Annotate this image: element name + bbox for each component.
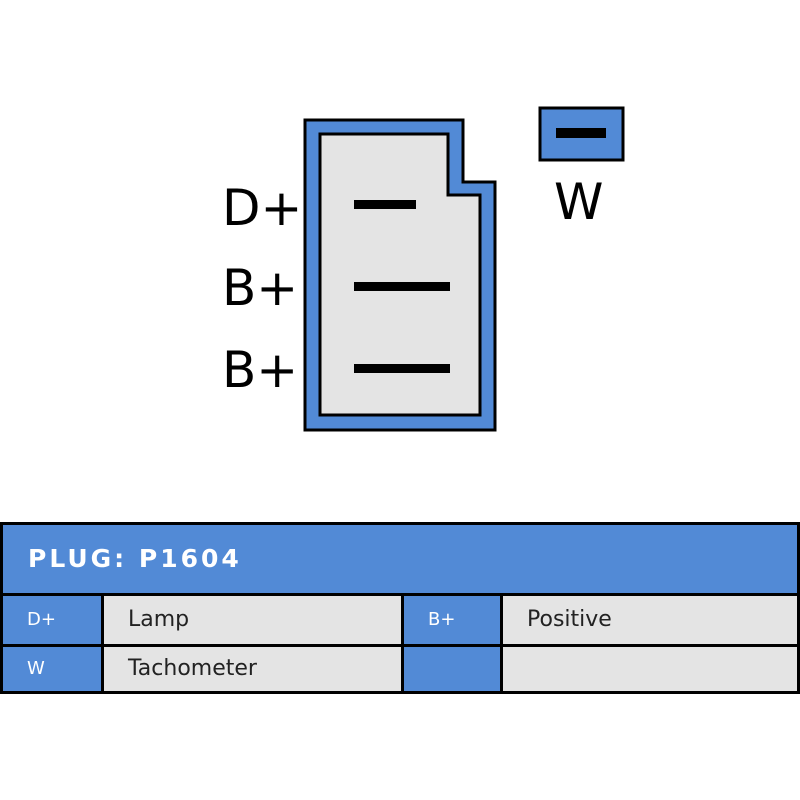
pin-function-cell: Positive	[503, 596, 797, 644]
pin-key-cell: D+	[3, 596, 101, 644]
pin-terminal-b-plus-2	[354, 364, 450, 373]
plug-table: PLUG: P1604 D+ Lamp B+ Positive W Tachom…	[0, 522, 800, 694]
w-terminal-pin	[556, 128, 606, 138]
pin-terminal-d-plus	[354, 200, 416, 209]
pin-function-cell: Lamp	[104, 596, 401, 644]
plug-title: PLUG: P1604	[3, 525, 797, 593]
connector-diagram: D+ B+ B+ W	[222, 106, 625, 432]
pin-label-d-plus: D+	[222, 179, 302, 237]
pin-key-cell: W	[3, 647, 101, 691]
pin-key-cell	[404, 647, 500, 691]
pin-label-b-plus-2: B+	[222, 341, 298, 399]
pin-label-b-plus-1: B+	[222, 259, 298, 317]
pin-function-cell: Tachometer	[104, 647, 401, 691]
pin-function-cell	[503, 647, 797, 691]
pin-terminal-b-plus-1	[354, 282, 450, 291]
pin-key-cell: B+	[404, 596, 500, 644]
pin-label-w: W	[554, 173, 603, 231]
